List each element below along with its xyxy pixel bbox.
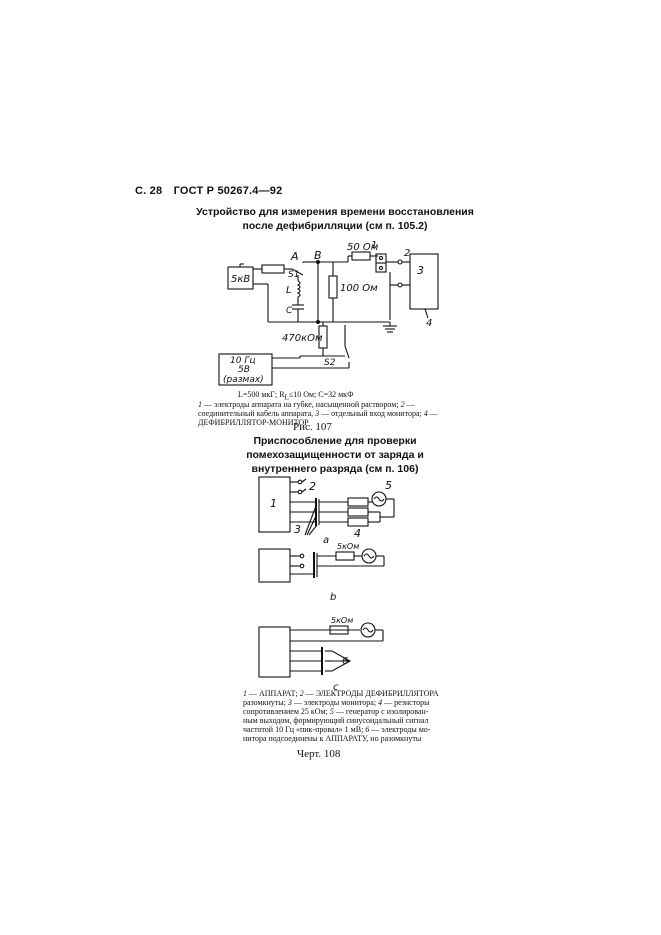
label-l: L	[286, 285, 292, 296]
fig108a-label-1: 1	[270, 497, 277, 510]
label-r470k: 470кОм	[282, 333, 323, 344]
label-gen-line1: 10 Гц	[230, 356, 255, 366]
fig108-caption: Черт. 108	[297, 748, 341, 760]
fig107-title: Устройство для измерения времени восстан…	[190, 205, 480, 233]
fig107-title-line1: Устройство для измерения времени восстан…	[196, 206, 474, 218]
fig108c-sublabel: c	[333, 682, 339, 693]
fig108-legend: 1 — АППАРАТ; 2 — ЭЛЕКТРОДЫ ДЕФИБРИЛЛЯТОР…	[243, 689, 439, 743]
label-n2: 2	[404, 248, 410, 259]
apparatus-box-b	[258, 548, 291, 583]
apparatus-box-a	[258, 476, 291, 533]
generator-box	[218, 353, 273, 386]
fig108-title-line2: помехозащищенности от заряда и	[246, 449, 424, 461]
fig108-title-line3: внутреннего разряда (см п. 106)	[251, 463, 419, 475]
label-gen-line2: 5В	[238, 365, 250, 375]
resistor-5k-c	[329, 625, 349, 635]
fig108c-label-r: 5кОм	[331, 616, 353, 625]
page-number: С. 28	[135, 185, 163, 197]
fig108b-sublabel: b	[330, 592, 336, 603]
label-5kv: 5кВ	[231, 274, 250, 285]
fig107-title-line2: после дефибрилляции (см п. 105.2)	[242, 220, 428, 232]
fig108b-label-r: 5кОм	[337, 542, 359, 551]
fig108c-label-6: 6	[342, 656, 348, 667]
fig108a-sublabel: a	[323, 535, 329, 546]
apparatus-box-c	[258, 626, 291, 678]
resistor-5k-b	[335, 551, 355, 561]
label-s1: S1	[288, 270, 299, 280]
label-s2: S2	[324, 358, 336, 368]
fig107-params: L=500 мкГ; RL≤10 Ом; C=32 мкФ	[238, 390, 354, 402]
label-gen-line3: (размах)	[223, 375, 264, 385]
label-r50: 50 Ом	[347, 242, 379, 253]
fig108a-label-4: 4	[354, 527, 361, 540]
fig108a-label-5: 5	[385, 479, 392, 492]
fig108-title-line1: Приспособление для проверки	[253, 435, 417, 447]
fig107-legend: 1 — электроды аппарата на губке, насыщен…	[198, 400, 438, 427]
fig108a-label-2: 2	[309, 480, 316, 493]
fig108-title: Приспособление для проверки помехозащище…	[190, 434, 480, 476]
label-n1: 1	[371, 240, 377, 251]
label-node-a: A	[290, 250, 299, 263]
label-n3: 3	[417, 264, 424, 277]
label-r100: 100 Ом	[340, 283, 378, 294]
fig108a-label-3: 3	[294, 523, 301, 536]
label-node-b: B	[314, 249, 322, 262]
page-header: С. 28 ГОСТ Р 50267.4—92	[135, 185, 282, 197]
label-n4: 4	[426, 318, 432, 329]
standard-number: ГОСТ Р 50267.4—92	[173, 185, 283, 197]
fig107-caption: Рис. 107	[293, 421, 332, 433]
label-c: C	[286, 306, 293, 316]
monitor-box	[409, 253, 439, 310]
